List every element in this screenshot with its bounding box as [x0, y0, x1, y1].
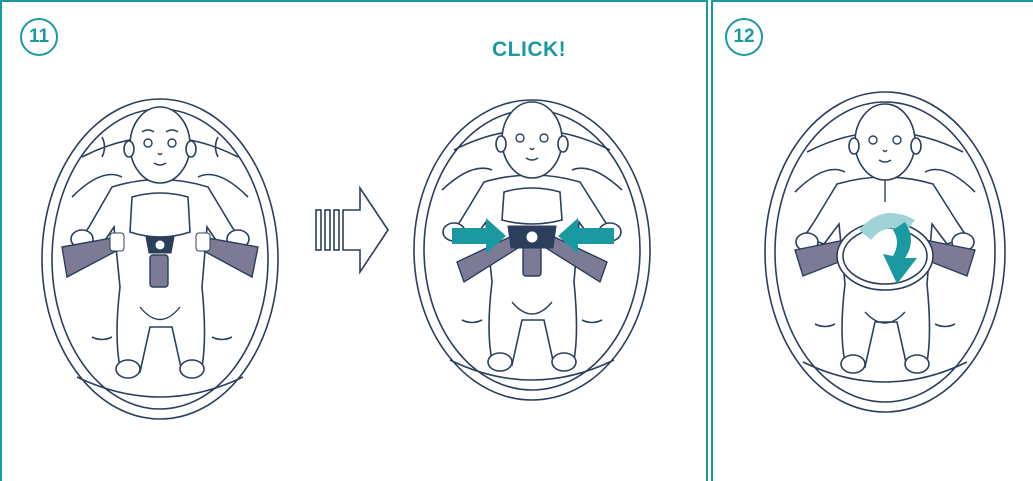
baby-in-bouncer-buckling-illustration: [402, 70, 662, 400]
baby-in-bouncer-unbuckled-illustration: [32, 77, 302, 437]
outlined-striped-arrow-right-icon: [314, 186, 390, 274]
step-number-badge: 11: [20, 18, 58, 56]
step-12-panel: 12: [711, 0, 1033, 481]
click-label: CLICK!: [492, 38, 566, 62]
step-number-badge: 12: [725, 18, 763, 56]
step-11-panel: 11 CLICK!: [0, 0, 708, 481]
baby-with-tray-folding-illustration: [755, 62, 1015, 432]
buckle-closed: [508, 226, 556, 248]
